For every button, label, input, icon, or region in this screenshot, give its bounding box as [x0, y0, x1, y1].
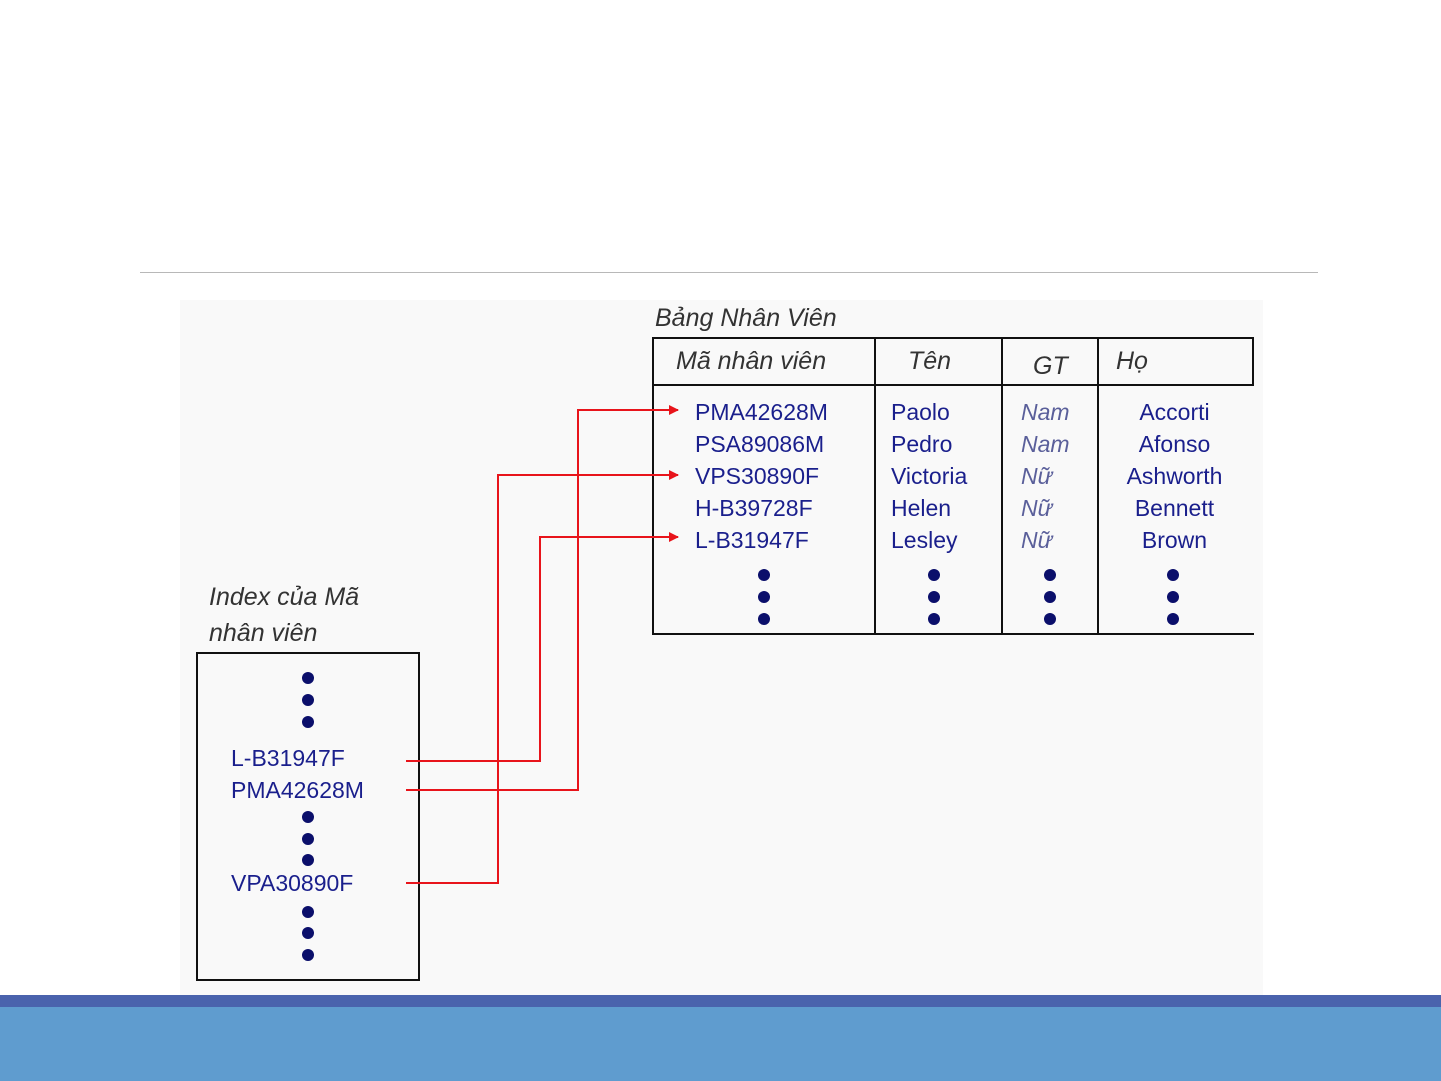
footer-bar — [0, 1007, 1441, 1081]
footer-accent-band — [0, 995, 1441, 1007]
arrow-pma42628m — [406, 410, 678, 790]
arrow-lb31947f — [406, 537, 678, 761]
